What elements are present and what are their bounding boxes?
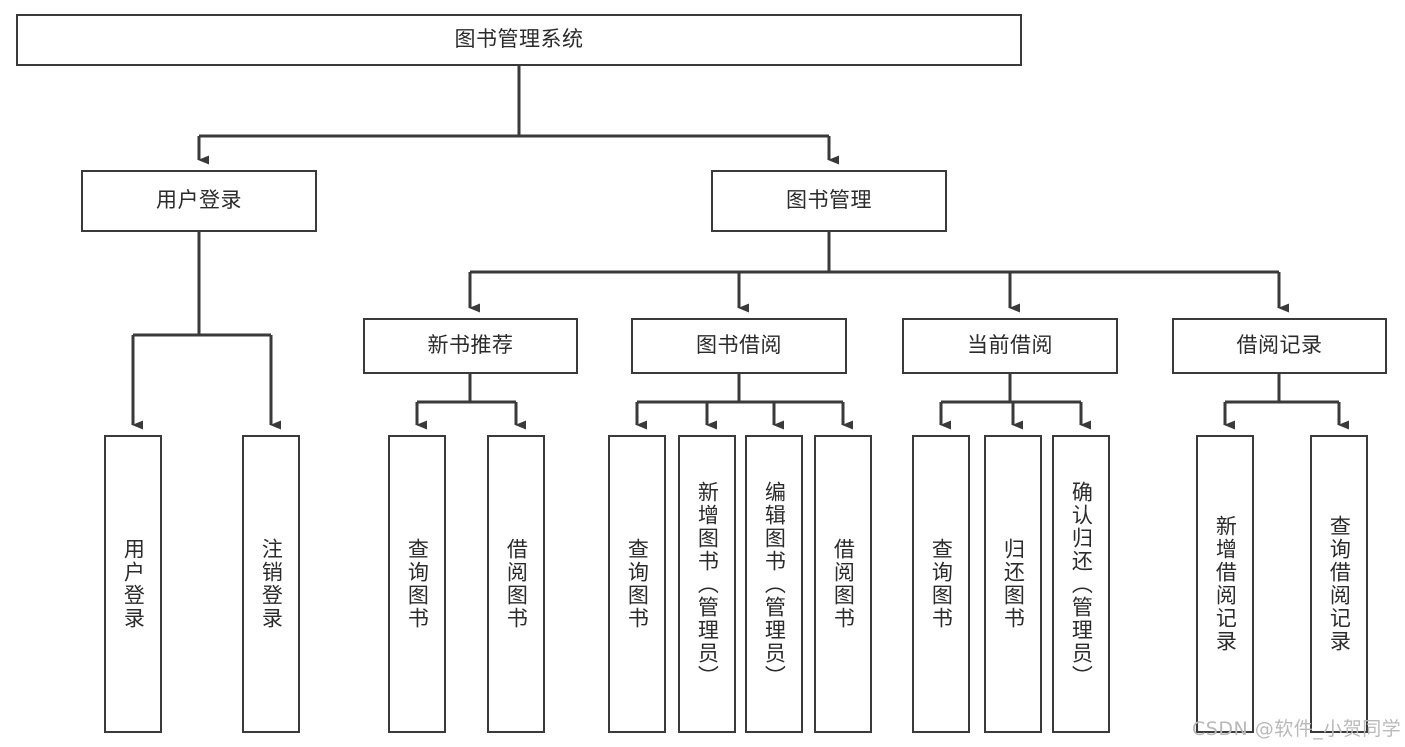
node-user-login[interactable]: 用户登录: [81, 170, 317, 232]
leaf-user-login-label: 用户登录: [121, 538, 146, 630]
leaf-query-book-current-label: 查询图书: [929, 538, 954, 630]
leaf-query-borrow-record[interactable]: 查询借阅记录: [1310, 435, 1368, 733]
leaf-add-borrow-record-label: 新增借阅记录: [1213, 515, 1238, 653]
node-book-management-label: 图书管理: [786, 188, 872, 213]
node-new-book-recommend-label: 新书推荐: [427, 333, 514, 358]
node-book-management[interactable]: 图书管理: [711, 170, 947, 232]
leaf-borrow-book-recommend-label: 借阅图书: [504, 538, 529, 630]
leaf-query-book-recommend[interactable]: 查询图书: [388, 435, 446, 733]
leaf-add-borrow-record[interactable]: 新增借阅记录: [1196, 435, 1254, 733]
node-root-label: 图书管理系统: [454, 27, 584, 52]
leaf-return-book[interactable]: 归还图书: [984, 435, 1042, 733]
leaf-logout[interactable]: 注销登录: [242, 435, 300, 733]
node-book-borrow-label: 图书借阅: [696, 333, 782, 358]
leaf-confirm-return[interactable]: 确认归还（管理员）: [1052, 435, 1110, 733]
leaf-add-book[interactable]: 新增图书（管理员）: [678, 435, 736, 733]
node-borrow-record[interactable]: 借阅记录: [1172, 318, 1387, 374]
leaf-borrow-book[interactable]: 借阅图书: [814, 435, 872, 733]
leaf-borrow-book-recommend[interactable]: 借阅图书: [487, 435, 545, 733]
leaf-confirm-return-label: 确认归还（管理员）: [1069, 480, 1094, 688]
node-new-book-recommend[interactable]: 新书推荐: [363, 318, 578, 374]
leaf-user-login[interactable]: 用户登录: [104, 435, 162, 733]
leaf-borrow-book-label: 借阅图书: [831, 538, 856, 630]
leaf-query-book-recommend-label: 查询图书: [405, 538, 430, 630]
node-root[interactable]: 图书管理系统: [16, 14, 1022, 66]
leaf-query-book-current[interactable]: 查询图书: [912, 435, 970, 733]
leaf-edit-book-label: 编辑图书（管理员）: [762, 480, 787, 688]
leaf-return-book-label: 归还图书: [1001, 538, 1026, 630]
node-book-borrow[interactable]: 图书借阅: [631, 318, 847, 374]
leaf-edit-book[interactable]: 编辑图书（管理员）: [745, 435, 803, 733]
node-current-borrow-label: 当前借阅: [967, 333, 1053, 358]
leaf-query-borrow-record-label: 查询借阅记录: [1327, 515, 1352, 653]
leaf-query-book-borrow-label: 查询图书: [625, 538, 650, 630]
leaf-add-book-label: 新增图书（管理员）: [695, 480, 720, 688]
watermark-text: CSDN @软件_小贺同学: [1192, 718, 1402, 740]
node-current-borrow[interactable]: 当前借阅: [902, 318, 1118, 374]
node-user-login-label: 用户登录: [156, 188, 242, 213]
leaf-query-book-borrow[interactable]: 查询图书: [608, 435, 666, 733]
node-borrow-record-label: 借阅记录: [1236, 333, 1323, 358]
leaf-logout-label: 注销登录: [259, 538, 284, 630]
